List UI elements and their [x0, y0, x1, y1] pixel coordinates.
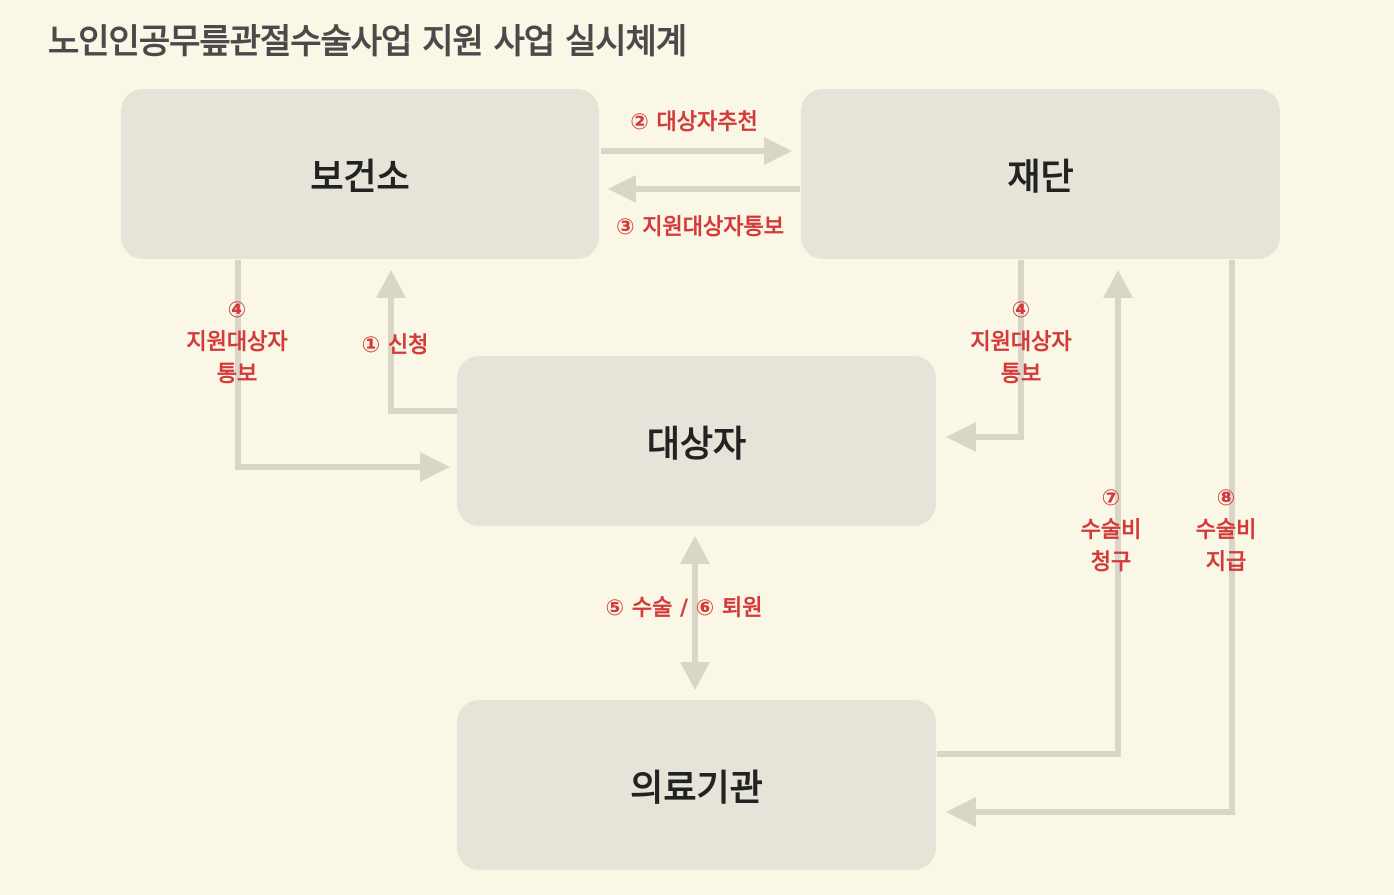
label-claim-line2: 청구	[1090, 550, 1132, 575]
node-foundation: 재단	[801, 89, 1280, 259]
label-pay-line2: 지급	[1205, 550, 1247, 575]
page-title: 노인인공무릎관절수술사업 지원 사업 실시체계	[48, 22, 687, 62]
arrowhead-surgery-up	[680, 536, 710, 564]
label-notify-left-line1: 지원대상자	[186, 330, 288, 355]
arrowhead-notify-right	[946, 422, 976, 452]
node-medical-institution: 의료기관	[457, 700, 936, 870]
label-apply: ① 신청	[361, 333, 429, 358]
label-claim: ⑦ 수술비 청구	[1081, 483, 1142, 579]
label-notify-left-num: ④	[227, 298, 247, 323]
label-notify-left-line2: 통보	[216, 362, 258, 387]
arrowhead-notify-left	[420, 452, 450, 482]
label-notify-right: ④ 지원대상자 통보	[970, 295, 1071, 391]
label-notify-right-line2: 통보	[1000, 362, 1042, 387]
arrow-notify-left	[235, 260, 424, 470]
label-recommend: ② 대상자추천	[630, 110, 758, 135]
arrowhead-notify-center	[608, 175, 636, 203]
arrowhead-claim	[1103, 270, 1133, 298]
label-pay: ⑧ 수술비 지급	[1196, 483, 1257, 579]
arrowhead-recommend	[764, 137, 792, 165]
arrow-notify-right	[972, 260, 1024, 440]
arrowhead-apply	[376, 270, 406, 298]
label-notify-right-line1: 지원대상자	[970, 330, 1072, 355]
label-pay-num: ⑧	[1216, 486, 1236, 511]
label-claim-num: ⑦	[1101, 486, 1121, 511]
arrow-claim	[937, 296, 1121, 757]
node-target: 대상자	[457, 356, 936, 526]
arrow-pay	[972, 260, 1235, 815]
node-health-center: 보건소	[121, 89, 599, 259]
label-surgery: ⑤ 수술 / ⑥ 퇴원	[605, 596, 763, 621]
label-notify-center: ③ 지원대상자통보	[616, 215, 784, 240]
label-pay-line1: 수술비	[1195, 518, 1257, 543]
arrowhead-pay	[946, 797, 976, 827]
arrowhead-surgery-down	[680, 662, 710, 690]
label-notify-left: ④ 지원대상자 통보	[186, 295, 287, 391]
arrow-apply	[388, 295, 457, 414]
label-notify-right-num: ④	[1011, 298, 1031, 323]
label-claim-line1: 수술비	[1080, 518, 1142, 543]
